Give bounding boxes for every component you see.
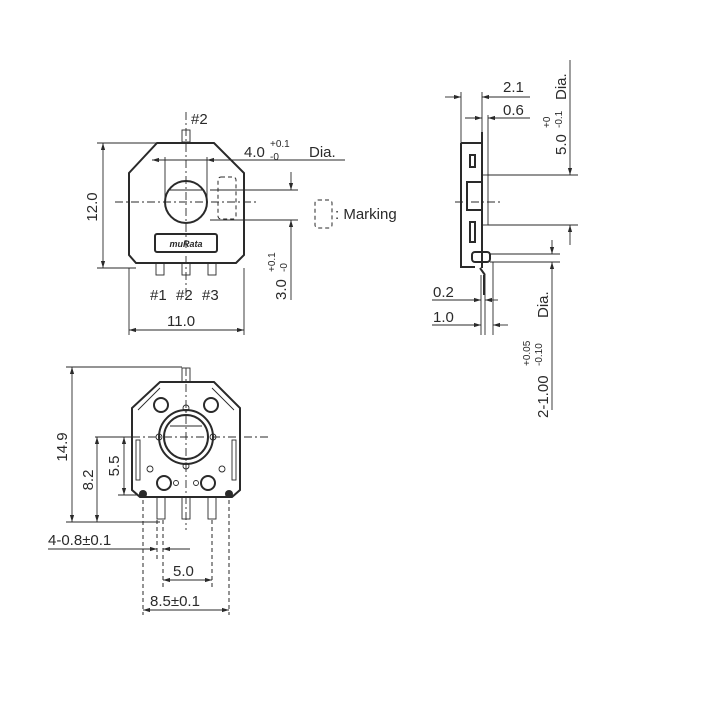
top-view: #2 muRata #1 #2 #3 12.0 11.0: [84, 111, 345, 335]
hole-dia-plus: +0.1: [270, 139, 290, 150]
pin-dia-base: 2-1.00: [535, 375, 552, 418]
pin-pitch-dim: 5.0: [173, 563, 194, 580]
center-height-dim: 8.2: [80, 470, 97, 491]
pin-dia-suffix: Dia.: [535, 291, 552, 318]
shaft-dia-suffix: Dia.: [553, 73, 570, 100]
pin-label-1: #1: [150, 287, 167, 304]
pin-dia-minus: -0.10: [534, 343, 545, 366]
mount-pitch-dim: 8.5±0.1: [150, 593, 200, 610]
logo-text: muRata: [169, 239, 202, 249]
body-outline: [128, 142, 245, 264]
marking-area: [217, 176, 237, 220]
top-pin-label: #2: [191, 111, 208, 128]
pin-dia-plus: +0.05: [522, 340, 533, 366]
side-dim-bottom-inner: 0.2: [433, 284, 454, 301]
marking-legend-icon: [314, 199, 333, 229]
hole-dia-base: 4.0: [244, 144, 265, 161]
bottom-view: 14.9 8.2 5.5 4-0.8±0.1 5.0 8.5±0.1: [48, 366, 270, 615]
shaft-dia-minus: -0.1: [554, 110, 565, 128]
marking-legend-label: : Marking: [335, 206, 397, 223]
total-height-dim: 14.9: [54, 432, 71, 461]
pin-label-3: #3: [202, 287, 219, 304]
offset-base: 3.0: [273, 279, 290, 300]
hole-dia-suffix: Dia.: [309, 144, 336, 161]
inner-height-dim: 5.5: [106, 456, 123, 477]
side-body: [460, 132, 483, 268]
pin-width-dim: 4-0.8±0.1: [48, 532, 111, 549]
bottom-body-outline: [131, 381, 241, 498]
hole-dia-minus: -0: [270, 152, 279, 163]
shaft-dia-base: 5.0: [553, 134, 570, 155]
side-dim-top: 2.1: [503, 79, 524, 96]
marking-legend: : Marking: [314, 199, 397, 229]
width-dim: 11.0: [167, 313, 195, 330]
shaft-dia-plus: +0: [542, 116, 553, 128]
side-view: 2.1 0.6 5.0 +0 -0.1 Dia. 2-1.00 +0.05 -0…: [432, 60, 578, 418]
height-dim: 12.0: [84, 192, 101, 221]
side-dim-bottom: 1.0: [433, 309, 454, 326]
side-dim-top-inner: 0.6: [503, 102, 524, 119]
offset-plus: +0.1: [267, 252, 278, 272]
offset-minus: -0: [279, 263, 290, 272]
logo-plate: [154, 233, 218, 253]
pin-label-2: #2: [176, 287, 193, 304]
